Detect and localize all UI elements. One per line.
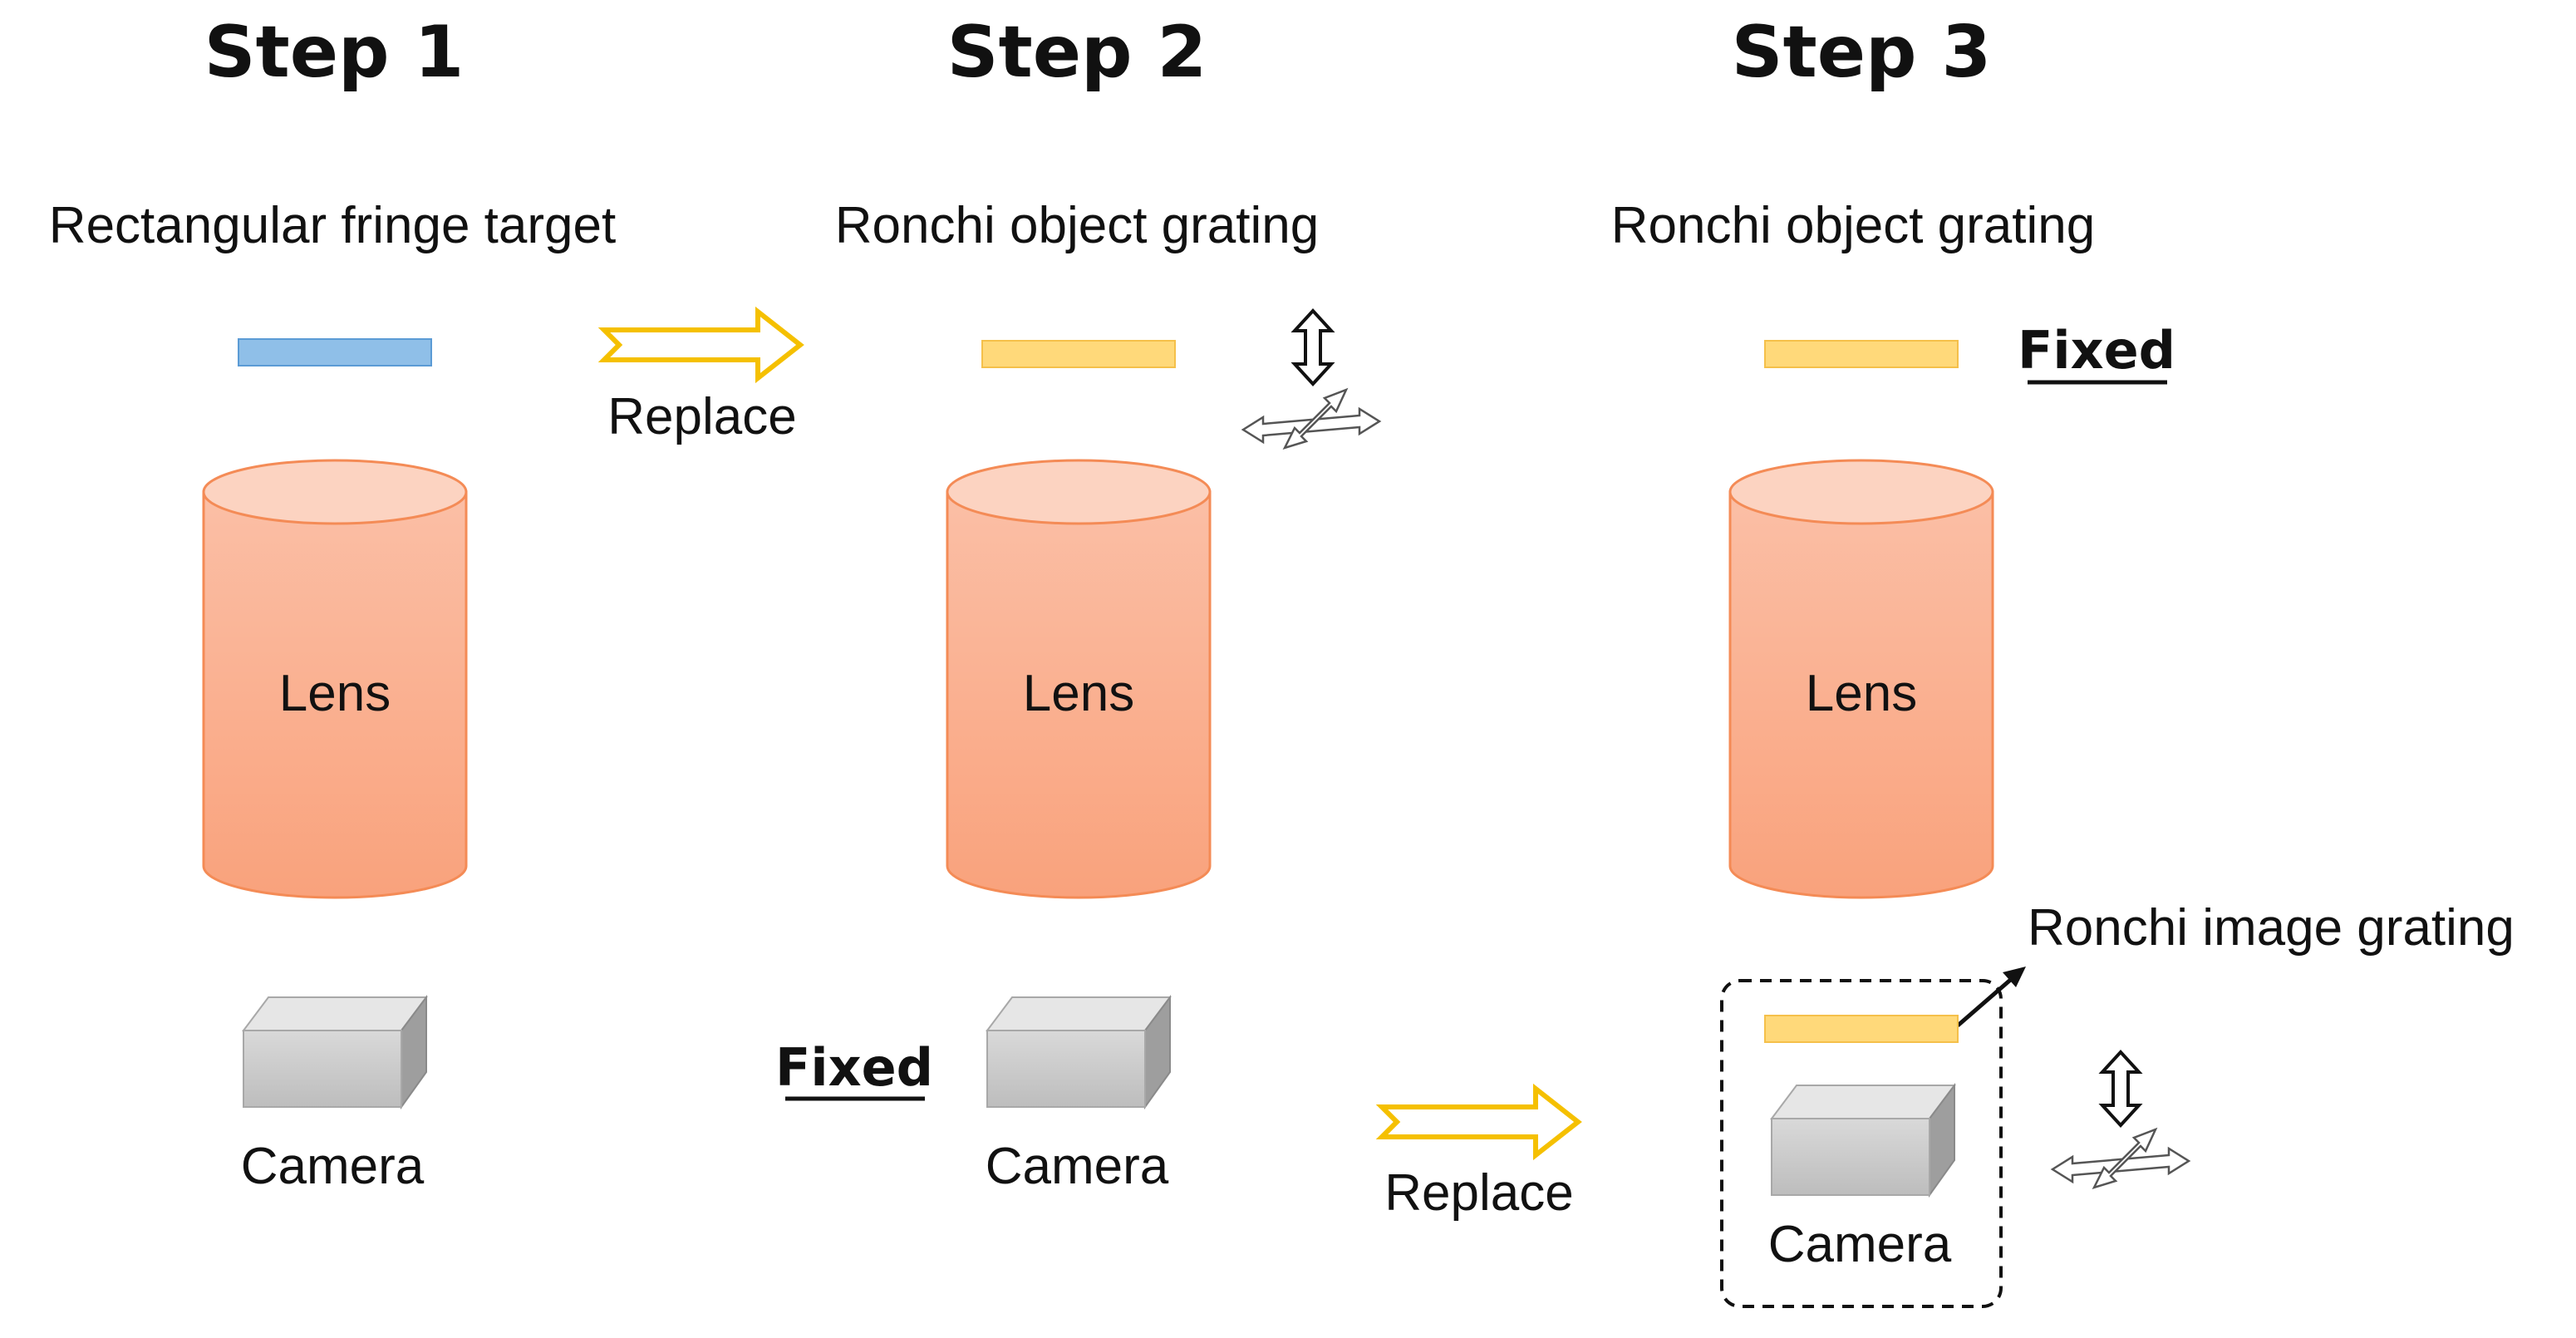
- replace-label-1: Replace: [607, 388, 796, 445]
- step-3-title: Step 3: [1732, 11, 1992, 94]
- step-2-camera: [986, 996, 1171, 1108]
- image-grating-plate: [1764, 1015, 1959, 1043]
- step-2-target-label: Ronchi object grating: [835, 197, 1319, 254]
- image-grating-pointer: [1956, 975, 2016, 1027]
- fringe-target-plate: [238, 338, 432, 366]
- double-arrow-vertical-icon: [2101, 1050, 2141, 1127]
- camera-assembly-box: [1720, 979, 2003, 1308]
- step-2-title: Step 2: [947, 11, 1207, 94]
- double-arrow-vertical-icon: [1293, 309, 1333, 386]
- object-grating-plate: [981, 340, 1176, 368]
- step-2-camera-label: Camera: [986, 1138, 1169, 1195]
- xy-motion-cross-icon: [1241, 388, 1381, 450]
- xy-motion-cross-icon: [2051, 1128, 2190, 1189]
- step-3: Step 3 Ronchi object grating Fixed Lens …: [1611, 11, 2515, 1308]
- step-3-target-label: Ronchi object grating: [1611, 197, 2095, 254]
- step-1-lens-label: Lens: [279, 665, 391, 722]
- step-3-fixed-label: Fixed: [2018, 320, 2175, 381]
- object-grating-plate: [1764, 340, 1959, 368]
- replace-arrow-icon: [604, 312, 800, 378]
- replace-arrow-2: Replace: [1382, 1089, 1578, 1222]
- step-1-target-label: Rectangular fringe target: [49, 197, 616, 254]
- step-3-camera: [1771, 1085, 1955, 1196]
- replace-arrow-icon: [1382, 1089, 1578, 1155]
- step-1: Step 1 Rectangular fringe target Lens Ca…: [49, 11, 616, 1195]
- step-2-fixed-label: Fixed: [775, 1037, 933, 1098]
- step-2-lens-label: Lens: [1023, 665, 1134, 722]
- step-1-title: Step 1: [204, 11, 465, 94]
- replace-arrow-1: Replace: [604, 312, 800, 445]
- step-3-camera-label: Camera: [1768, 1216, 1952, 1273]
- step-3-lens-label: Lens: [1806, 665, 1917, 722]
- image-grating-label: Ronchi image grating: [2028, 899, 2515, 957]
- pointer-arrowhead: [2003, 967, 2026, 987]
- step-1-camera: [243, 996, 427, 1108]
- replace-label-2: Replace: [1384, 1164, 1573, 1222]
- step-2: Step 2 Ronchi object grating Lens Fixed …: [775, 11, 1381, 1195]
- step-1-camera-label: Camera: [241, 1138, 425, 1195]
